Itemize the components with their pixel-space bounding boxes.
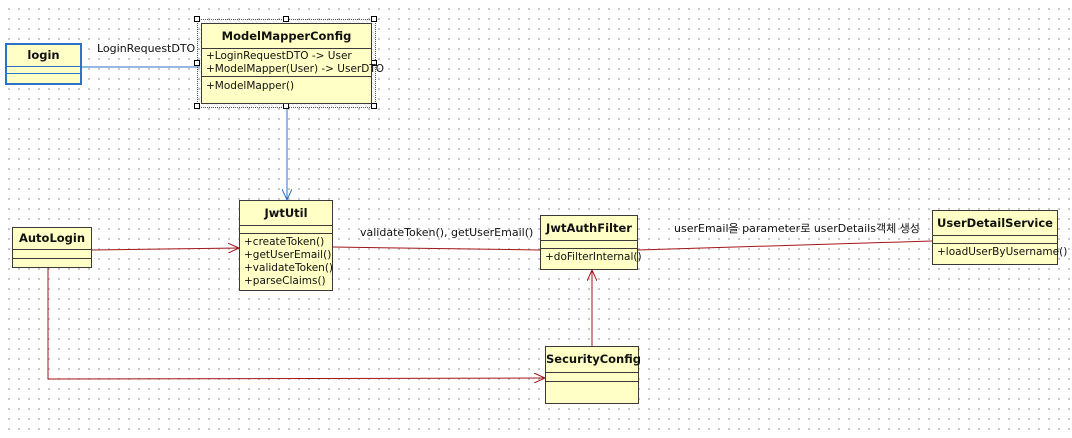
class-model-mapper-config[interactable]: ModelMapperConfig +LoginRequestDTO -> Us… [201, 23, 385, 104]
connector-filter-service[interactable] [637, 240, 933, 251]
operation-item: +doFilterInternal() [545, 251, 642, 263]
operation-item: +parseClaims() [244, 275, 326, 287]
connector-jwtutil-filter[interactable] [332, 246, 541, 251]
resize-handle[interactable] [194, 16, 200, 22]
class-user-detail-service[interactable]: UserDetailService +loadUserByUsername() [932, 210, 1068, 265]
resize-handle[interactable] [371, 16, 377, 22]
operation-item: +ModelMapper() [206, 80, 295, 92]
class-name: JwtAuthFilter [541, 216, 637, 241]
operation-item: +validateToken() [244, 262, 334, 274]
attribute-item: +LoginRequestDTO -> User [206, 50, 352, 62]
class-name: UserDetailService [933, 211, 1057, 236]
label-login-to-mapper: LoginRequestDTO [97, 42, 196, 55]
operation-item: +loadUserByUsername() [937, 246, 1068, 258]
class-name: AutoLogin [13, 228, 91, 250]
class-name: JwtUtil [240, 201, 332, 226]
class-auto-login[interactable]: AutoLogin [12, 227, 92, 268]
label-filter-to-service: userEmail을 parameter로 userDetails객체 생성 [674, 222, 920, 235]
resize-handle[interactable] [194, 60, 200, 66]
connector-autologin-jwtutil[interactable] [91, 248, 239, 250]
class-jwt-util[interactable]: JwtUtil +createToken() +getUserEmail() +… [239, 200, 333, 291]
class-security-config[interactable]: SecurityConfig [545, 346, 641, 404]
resize-handle[interactable] [194, 103, 200, 109]
class-jwt-auth-filter[interactable]: JwtAuthFilter +doFilterInternal() [540, 215, 642, 270]
class-login[interactable]: login [5, 43, 82, 85]
operation-item: +getUserEmail() [244, 249, 332, 261]
class-name: ModelMapperConfig [202, 24, 371, 49]
resize-handle[interactable] [371, 103, 377, 109]
label-jwtutil-to-filter: validateToken(), getUserEmail() [360, 226, 534, 239]
class-name: SecurityConfig [546, 347, 641, 373]
resize-handle[interactable] [283, 16, 289, 22]
attribute-item: +ModelMapper(User) -> UserDTO [206, 63, 385, 75]
connector-autologin-security[interactable] [47, 268, 545, 379]
class-name: login [7, 45, 80, 67]
operation-item: +createToken() [244, 236, 325, 248]
